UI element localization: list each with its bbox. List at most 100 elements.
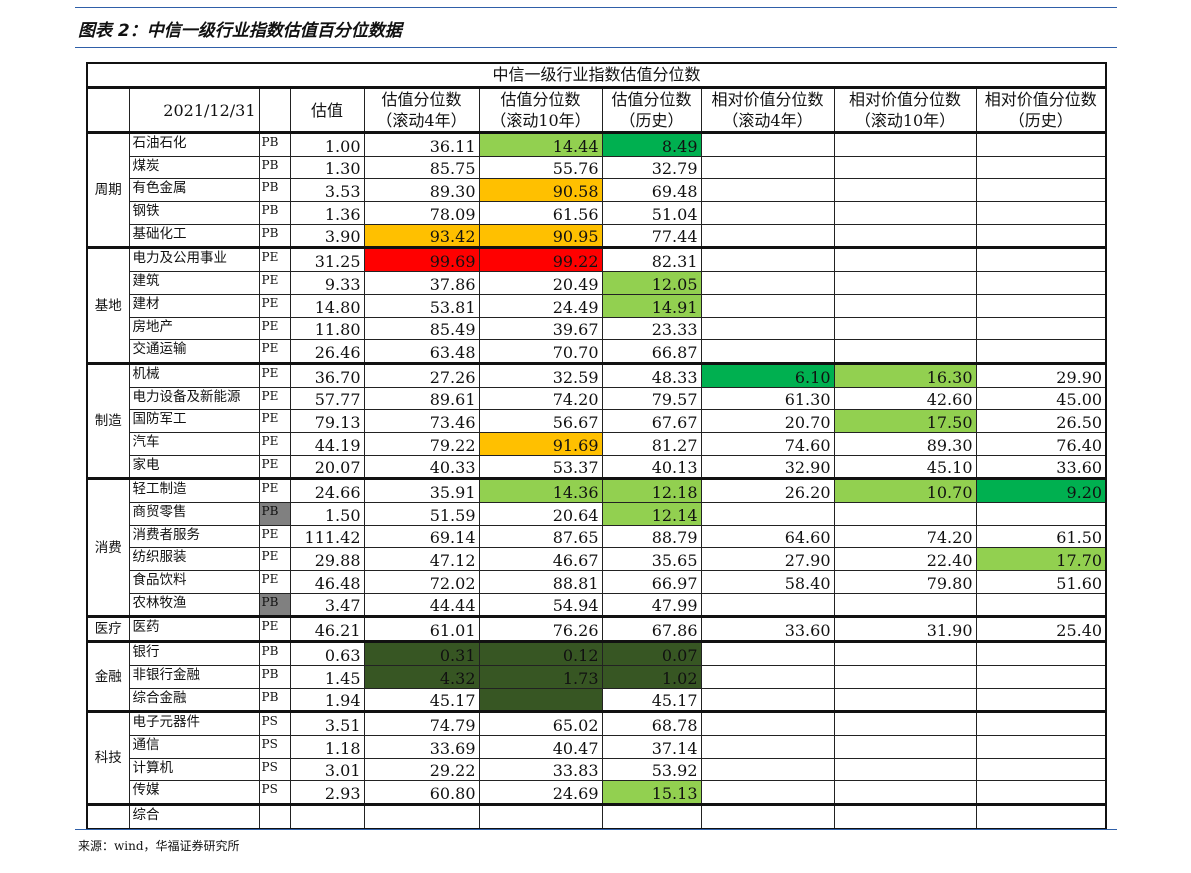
title-rule <box>75 47 1117 48</box>
value-cell: 40.33 <box>363 454 480 480</box>
value-cell: 48.33 <box>601 361 702 388</box>
industry-name: 交通运输 <box>128 339 260 364</box>
industry-name: 电力设备及新能源 <box>128 386 260 411</box>
value-cell <box>700 687 835 713</box>
value-cell: 9.33 <box>289 271 365 295</box>
value-cell <box>975 293 1107 318</box>
value-cell: 47.12 <box>363 547 480 572</box>
value-cell: 35.91 <box>363 477 480 503</box>
value-cell <box>833 640 977 666</box>
value-cell: 61.56 <box>478 201 603 225</box>
value-cell: 1.73 <box>478 664 603 689</box>
valuation-type <box>258 802 291 830</box>
value-cell: 11.80 <box>289 316 365 341</box>
value-cell: 79.22 <box>363 431 480 456</box>
value-cell: 66.97 <box>601 570 702 594</box>
industry-name: 机械 <box>128 361 260 388</box>
figure-title: 图表 2：中信一级行业指数估值百分位数据 <box>78 21 402 41</box>
valuation-type: PE <box>258 361 291 388</box>
valuation-type: PE <box>258 454 291 480</box>
value-cell <box>975 802 1107 830</box>
column-header: 估值分位数 （历史） <box>601 87 702 134</box>
value-cell <box>700 592 835 618</box>
value-cell <box>975 734 1107 759</box>
value-cell: 44.19 <box>289 431 365 456</box>
value-cell: 76.26 <box>478 615 603 643</box>
value-cell: 14.91 <box>601 293 702 318</box>
value-cell: 1.30 <box>289 155 365 180</box>
value-cell: 89.61 <box>363 386 480 411</box>
sector-group <box>86 802 130 830</box>
value-cell: 14.80 <box>289 293 365 318</box>
value-cell <box>975 271 1107 295</box>
value-cell: 46.21 <box>289 615 365 643</box>
column-header: 估值分位数 （滚动10年） <box>478 87 603 134</box>
valuation-type: PB <box>258 592 291 618</box>
industry-name: 纺织服装 <box>128 547 260 572</box>
value-cell: 1.18 <box>289 734 365 759</box>
value-cell: 74.20 <box>833 524 977 549</box>
valuation-type: PS <box>258 734 291 759</box>
value-cell <box>975 131 1107 157</box>
industry-name: 消费者服务 <box>128 524 260 549</box>
industry-name: 计算机 <box>128 757 260 782</box>
value-cell: 45.17 <box>601 687 702 713</box>
value-cell: 40.47 <box>478 734 603 759</box>
value-cell: 63.48 <box>363 339 480 364</box>
value-cell <box>833 201 977 225</box>
value-cell: 12.18 <box>601 477 702 503</box>
value-cell: 81.27 <box>601 431 702 456</box>
value-cell: 78.09 <box>363 201 480 225</box>
value-cell: 53.37 <box>478 454 603 480</box>
industry-name: 电子元器件 <box>128 710 260 736</box>
value-cell: 3.01 <box>289 757 365 782</box>
valuation-type: PB <box>258 131 291 157</box>
industry-name: 农林牧渔 <box>128 592 260 618</box>
valuation-type: PE <box>258 293 291 318</box>
value-cell: 27.26 <box>363 361 480 388</box>
value-cell <box>700 293 835 318</box>
value-cell <box>833 131 977 157</box>
value-cell <box>700 802 835 830</box>
value-cell <box>975 502 1107 526</box>
industry-name: 非银行金融 <box>128 664 260 689</box>
value-cell <box>975 640 1107 666</box>
value-cell: 32.90 <box>700 454 835 480</box>
value-cell: 26.50 <box>975 409 1107 433</box>
value-cell <box>975 339 1107 364</box>
value-cell: 89.30 <box>363 178 480 203</box>
value-cell: 35.65 <box>601 547 702 572</box>
value-cell: 69.48 <box>601 178 702 203</box>
value-cell: 14.36 <box>478 477 603 503</box>
industry-name: 电力及公用事业 <box>128 246 260 273</box>
industry-name: 基础化工 <box>128 223 260 249</box>
value-cell: 58.40 <box>700 570 835 594</box>
column-header: 估值 <box>289 87 365 134</box>
value-cell: 61.01 <box>363 615 480 643</box>
valuation-type: PE <box>258 316 291 341</box>
valuation-type: PE <box>258 477 291 503</box>
value-cell: 29.88 <box>289 547 365 572</box>
value-cell <box>975 592 1107 618</box>
value-cell: 77.44 <box>601 223 702 249</box>
value-cell: 90.95 <box>478 223 603 249</box>
value-cell: 53.92 <box>601 757 702 782</box>
value-cell: 67.86 <box>601 615 702 643</box>
value-cell: 22.40 <box>833 547 977 572</box>
value-cell: 1.02 <box>601 664 702 689</box>
